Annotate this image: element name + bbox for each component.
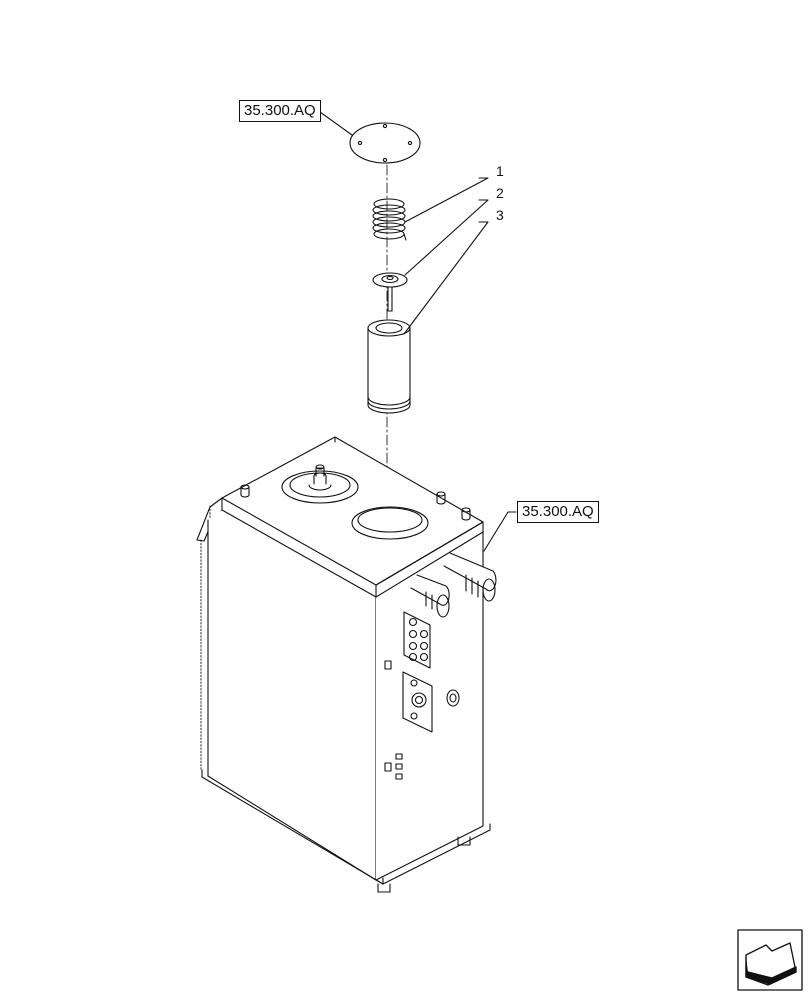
leader-ref-tank — [483, 511, 517, 552]
valve-part — [372, 272, 408, 312]
leader-ref-top — [319, 111, 353, 136]
callout-2: 2 — [496, 185, 504, 201]
spring-part — [372, 198, 407, 241]
callout-1: 1 — [496, 163, 504, 179]
filter-element-part — [367, 319, 411, 414]
leader-3 — [403, 221, 489, 335]
leader-2 — [404, 199, 489, 276]
cover-plate — [349, 122, 421, 164]
reference-label-top[interactable]: 35.300.AQ — [239, 100, 321, 122]
callout-3: 3 — [496, 207, 504, 223]
reference-label-tank[interactable]: 35.300.AQ — [517, 501, 599, 523]
leader-1 — [404, 177, 489, 223]
hydraulic-tank — [196, 436, 497, 893]
arrow-icon — [737, 929, 803, 991]
